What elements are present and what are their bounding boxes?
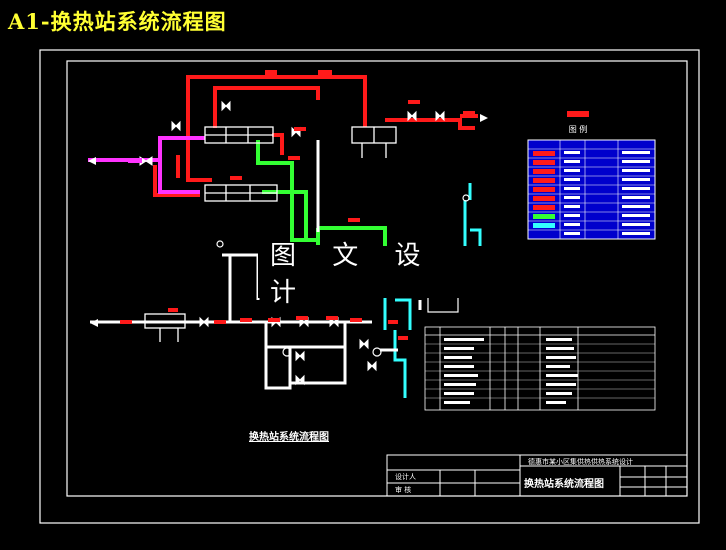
pump-symbols — [216, 194, 470, 357]
watermark-banner: 图 文 设 计 — [258, 241, 469, 308]
separator-vessel — [351, 126, 397, 158]
water-treatment-unit — [144, 313, 186, 342]
inner-frame — [66, 60, 688, 497]
heat-exchangers — [204, 126, 278, 202]
diagram-caption: 换热站系统流程图 — [249, 432, 329, 443]
title-block — [386, 454, 688, 497]
legend-title: 图 例 — [569, 124, 588, 134]
title-block-project: 德惠市某小区集供热供热系统设计 — [528, 458, 633, 466]
title-block-drawing-name: 换热站系统流程图 — [524, 479, 604, 490]
equipment-table-rows — [444, 338, 578, 404]
equipment-table — [424, 326, 656, 411]
title-block-designer: 设计人 — [395, 473, 416, 481]
pipe-tags — [120, 70, 475, 340]
page-title: A1-换热站系统流程图 — [8, 9, 227, 34]
legend-panel — [527, 111, 656, 240]
flow-arrows — [88, 114, 488, 327]
title-block-checker: 审 核 — [395, 486, 412, 494]
hot-supply-pipes — [153, 75, 478, 197]
outer-frame — [39, 49, 700, 524]
primary-return-pipes — [88, 136, 205, 194]
